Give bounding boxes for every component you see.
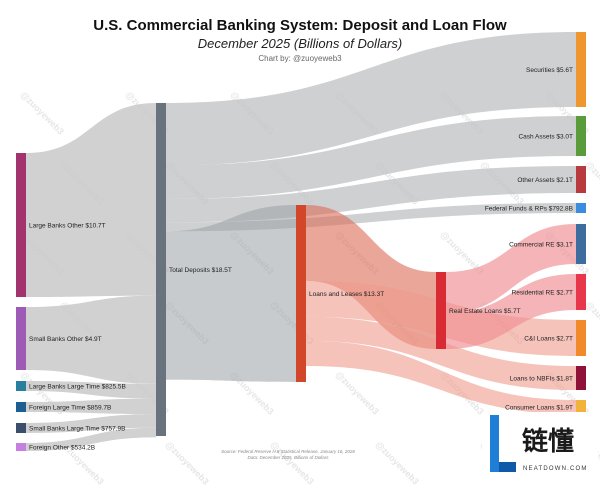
node-label-lbo: Large Banks Other $10.7T	[29, 222, 106, 229]
link-rel-cre	[446, 224, 576, 314]
node-flt	[16, 402, 26, 412]
node-ll	[296, 205, 306, 382]
link-rel-rre	[446, 274, 576, 349]
node-rel	[436, 272, 446, 349]
chart-subtitle: December 2025 (Billions of Dollars)	[198, 36, 402, 51]
node-ci	[576, 320, 586, 356]
node-label-ci: C&I Loans $2.7T	[524, 335, 573, 342]
node-oa	[576, 166, 586, 193]
node-label-sblt: Small Banks Large Time $757.9B	[29, 425, 125, 432]
node-label-td: Total Deposits $18.5T	[169, 267, 232, 274]
node-lblt	[16, 381, 26, 391]
link-ll-cons	[306, 340, 576, 414]
sankey-nodes	[16, 32, 586, 451]
node-label-ff: Federal Funds & RPs $792.8B	[485, 205, 573, 212]
node-label-cre: Commercial RE $3.1T	[509, 241, 573, 248]
logo-text-cn: 链懂	[522, 426, 574, 457]
link-td-ll	[166, 205, 296, 382]
node-cons	[576, 400, 586, 414]
node-td	[156, 103, 166, 436]
neatdown-logo-icon: 链懂 NEATDOWN.COM	[482, 412, 598, 484]
sankey-labels: Large Banks Other $10.7T Small Banks Othe…	[29, 67, 573, 451]
node-label-cons: Consumer Loans $1.9T	[505, 404, 573, 411]
node-label-sbo: Small Banks Other $4.9T	[29, 336, 102, 343]
watermark-text: @zuoyeweb3	[269, 439, 316, 485]
link-td-sec	[166, 32, 576, 166]
node-cash	[576, 116, 586, 156]
node-ff	[576, 203, 586, 213]
link-ll-nbfi	[306, 316, 576, 390]
node-sec	[576, 32, 586, 107]
node-label-sec: Securities $5.6T	[526, 67, 573, 74]
link-lblt-td	[26, 381, 156, 399]
node-label-flt: Foreign Large Time $859.7B	[29, 404, 111, 411]
node-nbfi	[576, 366, 586, 390]
node-label-oa: Other Assets $2.1T	[517, 177, 573, 184]
watermark-text: @zuoyeweb3	[164, 439, 211, 485]
watermark-text: @zuoyeweb3	[584, 159, 600, 206]
node-label-ll: Loans and Leases $13.3T	[309, 291, 384, 298]
watermark-text: @zuoyeweb3	[374, 439, 421, 485]
watermark-text: @zuoyeweb3	[584, 299, 600, 346]
node-cre	[576, 224, 586, 264]
node-sblt	[16, 423, 26, 433]
link-sblt-td	[26, 414, 156, 433]
link-td-cash	[166, 116, 576, 199]
node-sbo	[16, 307, 26, 370]
node-label-lblt: Large Banks Large Time $825.5B	[29, 383, 126, 390]
node-label-rel: Real Estate Loans $5.7T	[449, 308, 521, 315]
link-lbo-td	[26, 103, 156, 297]
chart-title: U.S. Commercial Banking System: Deposit …	[93, 17, 507, 34]
chart-credit: Chart by: @zuoyeweb3	[258, 54, 342, 63]
link-sbo-td	[26, 295, 156, 384]
data-note: Data: December 2025, Billions of Dollars	[247, 455, 329, 460]
source-note: Source: Federal Reserve H.8 Statistical …	[221, 449, 355, 454]
node-label-rre: Residential RE $2.7T	[512, 289, 573, 296]
node-rre	[576, 274, 586, 310]
node-lbo	[16, 153, 26, 297]
node-fo	[16, 443, 26, 451]
logo-text-en: NEATDOWN.COM	[523, 466, 588, 472]
link-flt-td	[26, 398, 156, 415]
node-label-cash: Cash Assets $3.0T	[518, 133, 573, 140]
node-label-nbfi: Loans to NBFIs $1.8T	[510, 375, 573, 382]
watermark-text: @zuoyeweb3	[19, 89, 66, 136]
link-fo-td	[26, 427, 156, 451]
node-label-fo: Foreign Other $534.2B	[29, 444, 95, 451]
watermark-text: @zuoyeweb3	[334, 369, 381, 416]
